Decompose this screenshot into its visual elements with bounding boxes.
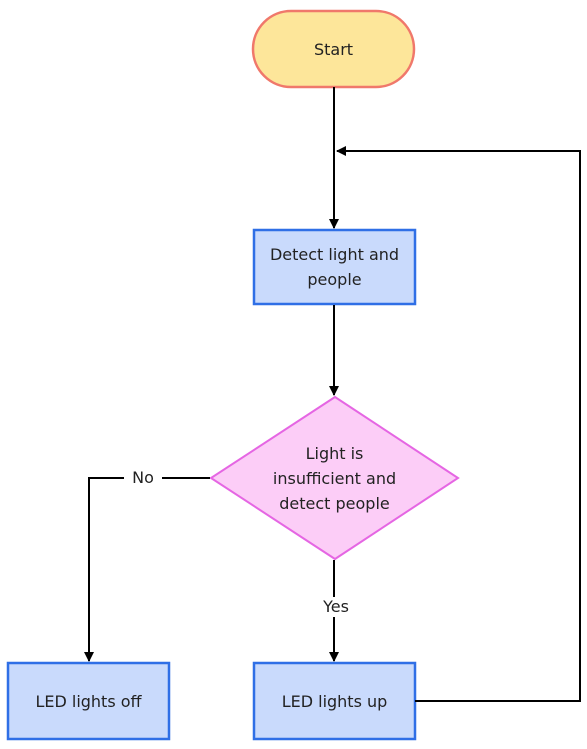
- led-off-node: [6, 661, 171, 741]
- edge-label-no: No: [124, 468, 162, 488]
- detect-node: [252, 228, 417, 306]
- edge-led-up-loop-back: [336, 146, 581, 702]
- start-node: [251, 9, 416, 89]
- edge-decision-no-to-led-off: [84, 477, 210, 662]
- edge-label-yes: Yes: [314, 597, 358, 617]
- led-up-node: [252, 661, 417, 741]
- decision-node: [209, 395, 460, 561]
